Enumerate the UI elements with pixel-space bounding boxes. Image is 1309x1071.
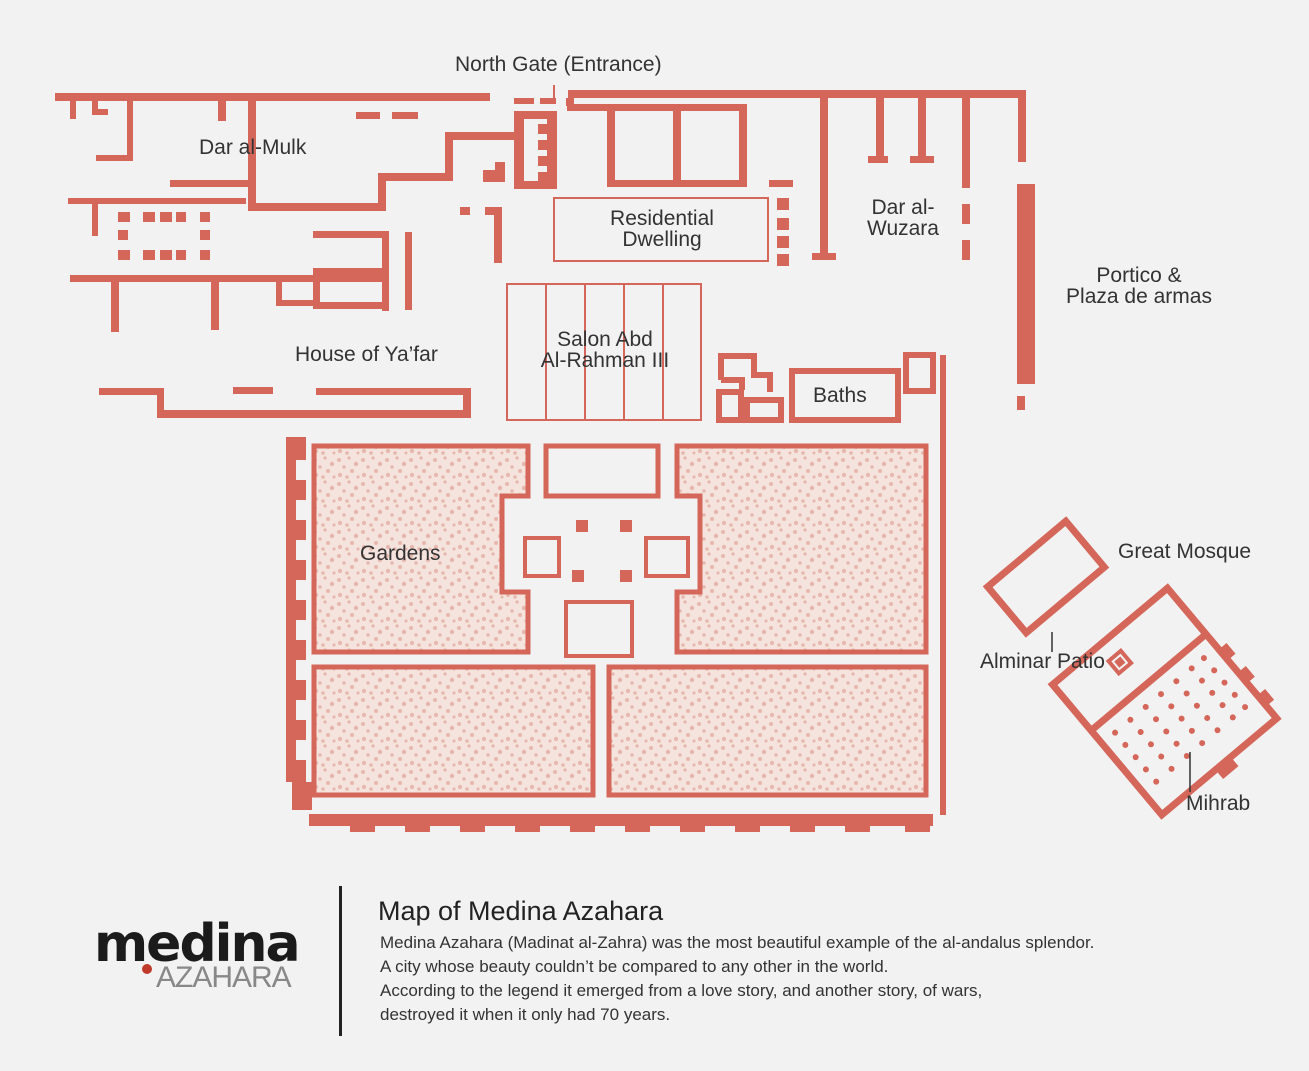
- medina-azahara-logo: medina AZAHARA: [94, 918, 314, 998]
- label-gardens: Gardens: [360, 542, 441, 565]
- label-mihrab: Mihrab: [1186, 792, 1251, 815]
- dar-al-mulk-walls: [55, 93, 515, 418]
- baths-east-wall: [940, 355, 946, 815]
- garden-plot-ne: [674, 443, 929, 655]
- label-alminar-patio: Alminar Patio: [980, 650, 1105, 673]
- logo-main-text: medina: [94, 914, 301, 974]
- garden-plot-nw: [311, 443, 531, 655]
- info-line: A city whose beauty couldn’t be compared…: [380, 957, 889, 976]
- great-mosque-building: [1047, 583, 1282, 820]
- footer-divider: [339, 886, 342, 1036]
- info-line: Medina Azahara (Madinat al-Zahra) was th…: [380, 933, 1095, 952]
- north-gate-walls: [483, 85, 557, 189]
- info-line: According to the legend it emerged from …: [380, 981, 983, 1000]
- info-description: Medina Azahara (Madinat al-Zahra) was th…: [380, 931, 1240, 1027]
- label-portico: Portico & Plaza de armas: [1066, 264, 1212, 308]
- garden-plot-sw: [311, 664, 596, 798]
- logo-dot: [142, 964, 152, 974]
- great-mosque-plan: [982, 516, 1110, 638]
- residential-walls: [553, 90, 1035, 410]
- label-great-mosque: Great Mosque: [1118, 540, 1252, 563]
- garden-plot-se: [606, 664, 929, 798]
- label-salon: Salon Abd Al-Rahman III: [540, 328, 670, 372]
- info-line: destroyed it when it only had 70 years.: [380, 1005, 671, 1024]
- label-house-of-yafar: House of Ya’far: [295, 343, 438, 366]
- logo-sub-text: AZAHARA: [156, 961, 292, 994]
- label-dar-al-mulk: Dar al-Mulk: [199, 136, 307, 159]
- label-dar-al-wuzara: Dar al- Wuzara: [867, 196, 939, 240]
- label-baths: Baths: [813, 384, 867, 407]
- label-north-gate: North Gate (Entrance): [455, 53, 662, 76]
- salon-hall: [506, 283, 702, 421]
- gardens-enclosure: [286, 437, 933, 832]
- info-title: Map of Medina Azahara: [378, 896, 664, 926]
- baths-walls: [716, 352, 936, 423]
- label-residential-dwelling: Residential Dwelling: [610, 207, 714, 251]
